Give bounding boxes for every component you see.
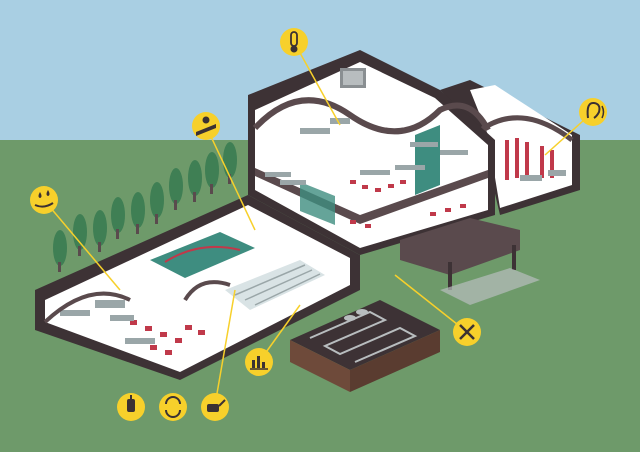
main-building: [248, 50, 495, 255]
tree-row: [53, 142, 237, 272]
leader-lines: [43, 41, 594, 406]
meter-chart-icon[interactable]: [245, 348, 273, 376]
boiler-icon[interactable]: [117, 393, 145, 421]
water-drops-icon[interactable]: [30, 186, 58, 214]
oil-can-icon[interactable]: [201, 393, 229, 421]
left-wing: [35, 195, 360, 380]
thermometer-icon[interactable]: [280, 28, 308, 56]
ear-icon[interactable]: [579, 98, 607, 126]
sun-panel-icon[interactable]: [192, 112, 220, 140]
geothermal-pit: [290, 300, 440, 392]
entrance-canopy: [400, 218, 540, 305]
tools-icon[interactable]: [453, 318, 481, 346]
recycle-icon[interactable]: [159, 393, 187, 421]
